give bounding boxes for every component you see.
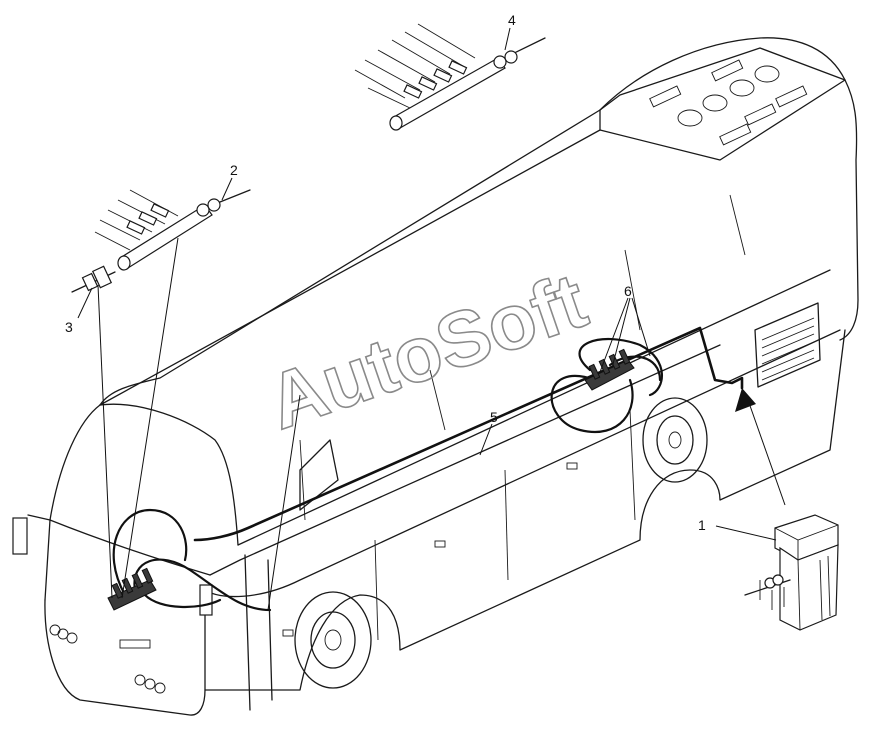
watermark-text: AutoSoft bbox=[257, 256, 597, 446]
distributor-front bbox=[107, 567, 157, 611]
fitting-manifold-4 bbox=[354, 23, 546, 131]
callout-5: 5 bbox=[490, 409, 498, 425]
fitting-manifold-2 bbox=[94, 189, 251, 271]
lubrication-lines bbox=[112, 326, 744, 612]
grease-nipple-3 bbox=[71, 265, 116, 293]
callout-2: 2 bbox=[230, 162, 238, 178]
leader-lines bbox=[77, 27, 777, 611]
pump-unit bbox=[735, 388, 839, 631]
callout-4: 4 bbox=[508, 12, 516, 28]
distributor-rear bbox=[584, 348, 635, 391]
callout-3: 3 bbox=[65, 319, 73, 335]
callout-6: 6 bbox=[624, 283, 632, 299]
callout-1: 1 bbox=[698, 517, 706, 533]
